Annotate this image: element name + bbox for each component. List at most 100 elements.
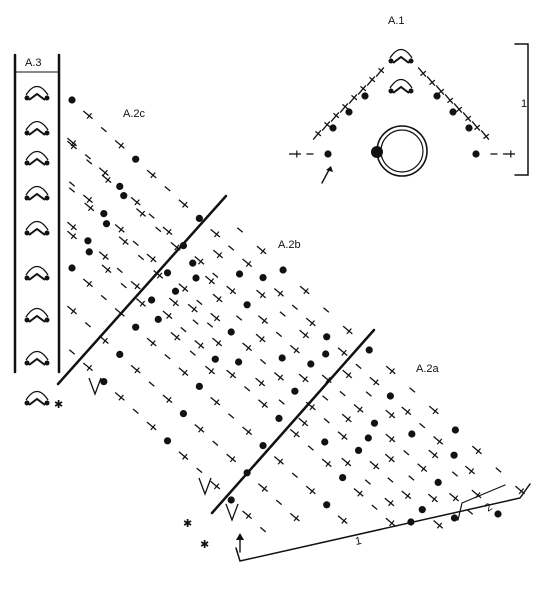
stitch-icon — [385, 433, 396, 443]
stitch-marks — [24, 48, 526, 533]
dash-icon — [275, 499, 283, 506]
bead-icon — [408, 430, 416, 438]
dash-icon — [132, 408, 139, 414]
dash-icon — [371, 504, 378, 510]
chain-arch-icon — [388, 48, 414, 64]
stitch-icon — [130, 364, 141, 374]
bead-icon — [227, 328, 235, 336]
bead-icon — [243, 301, 251, 309]
bead-icon — [227, 496, 235, 504]
bead-icon — [361, 92, 369, 100]
bead-icon — [307, 360, 315, 368]
stitch-icon — [82, 194, 93, 204]
stitch-icon — [162, 226, 173, 236]
dash-icon — [236, 227, 244, 233]
label-a2a: A.2a — [416, 363, 440, 375]
bead-icon — [68, 264, 76, 272]
stitch-icon — [321, 374, 332, 384]
bead-icon — [465, 124, 473, 132]
dash-icon — [279, 311, 286, 317]
stitch-icon — [471, 489, 482, 499]
bead-icon — [102, 220, 111, 228]
stitch-icon — [98, 167, 109, 176]
stitch-icon — [146, 337, 157, 347]
chain-arch-icon — [24, 265, 50, 281]
dash-icon — [180, 326, 187, 333]
bead-icon — [364, 434, 372, 442]
stitch-icon — [305, 317, 316, 327]
bead-icon — [329, 124, 337, 132]
increase-icon — [225, 503, 239, 522]
dash-icon — [206, 322, 214, 328]
stitch-icon — [385, 409, 396, 419]
chain-arch-icon — [24, 390, 50, 406]
stitch-icon — [242, 258, 253, 268]
dash-icon — [100, 126, 107, 133]
stitch-icon — [118, 236, 129, 245]
dash-icon — [235, 315, 243, 321]
stitch-icon — [353, 404, 364, 413]
dash-icon — [259, 526, 267, 533]
stitch-icon — [82, 110, 93, 120]
bead-icon — [148, 296, 156, 304]
stitch-icon — [146, 169, 157, 179]
dash-icon — [403, 450, 410, 456]
bead-icon — [494, 510, 502, 518]
stitch-icon — [187, 303, 198, 313]
dash-icon — [196, 467, 203, 474]
stitch-icon — [194, 256, 205, 265]
dash-icon — [387, 477, 394, 483]
stitch-icon — [369, 460, 380, 470]
stitch-icon — [427, 493, 438, 503]
stitch-icon — [341, 413, 352, 423]
stitch-icon — [226, 369, 237, 379]
chain-arch-icon — [24, 350, 50, 366]
bead-icon — [323, 333, 331, 341]
stitch-icon — [273, 456, 284, 465]
bead-icon — [345, 108, 353, 116]
stitch-icon — [258, 483, 269, 492]
stitch-icon — [449, 492, 460, 502]
bead-icon — [433, 92, 441, 100]
dash-icon — [451, 471, 459, 477]
stitch-icon — [417, 66, 427, 78]
bead-icon — [120, 192, 128, 200]
stitch-icon — [153, 270, 164, 279]
stitch-icon — [170, 331, 181, 341]
stitch-icon — [471, 445, 482, 455]
a1-row-number: 1 — [521, 98, 527, 110]
chain-arch-icon — [24, 120, 50, 136]
bead-icon — [211, 355, 219, 363]
stitch-icon — [342, 325, 353, 335]
stitch-icon — [66, 305, 78, 315]
dash-icon — [148, 381, 155, 387]
dash-icon — [212, 440, 219, 446]
stitch-icon — [385, 517, 396, 527]
stitch-icon — [178, 283, 189, 292]
dash-icon — [409, 387, 416, 393]
bead-icon — [192, 274, 200, 282]
label-a1: A.1 — [388, 15, 405, 27]
stitch-icon — [255, 333, 266, 343]
stitch-icon — [384, 453, 395, 463]
stitch-icon — [66, 221, 78, 231]
bead-icon — [100, 378, 108, 386]
dash-icon — [228, 245, 235, 251]
dash-icon — [68, 187, 76, 193]
stitch-icon — [212, 337, 223, 347]
stitch-icon — [135, 298, 147, 307]
stitch-icon — [210, 228, 221, 238]
bead-icon — [278, 354, 286, 362]
dash-icon — [148, 213, 155, 219]
stitch-icon — [194, 340, 205, 349]
stitch-icon — [98, 251, 109, 260]
dash-icon — [132, 240, 139, 246]
stitch-icon — [375, 66, 385, 78]
stitch-icon — [101, 174, 112, 184]
bead-icon — [407, 518, 415, 526]
stitch-icon — [170, 241, 181, 251]
stitch-icon — [401, 490, 412, 500]
stitch-icon — [273, 288, 284, 297]
stitch-icon — [242, 342, 253, 352]
